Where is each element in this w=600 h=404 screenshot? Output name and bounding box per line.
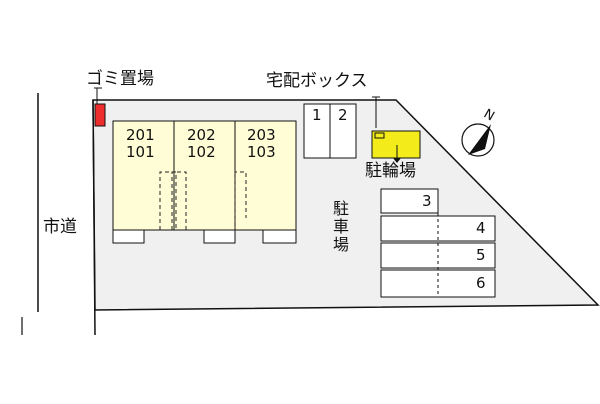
parking-space-1	[303, 103, 331, 159]
compass-needle	[468, 124, 491, 155]
step-2	[203, 229, 236, 244]
garbage-label: ゴミ置場	[86, 69, 154, 89]
step-1	[112, 229, 145, 244]
parking-space-3	[380, 188, 439, 214]
step-3	[262, 229, 297, 244]
unit-number-upper: 203	[247, 126, 276, 144]
entrance-3	[234, 171, 247, 230]
parking-number: 4	[476, 219, 486, 237]
parking-number: 1	[312, 106, 322, 124]
delivery-box	[374, 132, 385, 139]
bicycle-parking-label: 駐輪場	[365, 161, 416, 181]
parking-label: 駐車場	[330, 200, 349, 254]
unit-number-lower: 101	[126, 143, 155, 161]
building-unit-1	[112, 120, 175, 231]
city-road-label: 市道	[43, 217, 77, 237]
building-unit-2	[173, 120, 236, 231]
delivery-box-label: 宅配ボックス	[266, 71, 368, 91]
unit-number-lower: 102	[187, 143, 216, 161]
unit-number-upper: 202	[187, 126, 216, 144]
parking-number: 3	[422, 192, 432, 210]
entrance-1	[159, 171, 177, 230]
road-line-right	[92, 99, 96, 336]
unit-number-lower: 103	[247, 143, 276, 161]
bicycle-leader-arrow	[393, 158, 401, 163]
unit-number-upper: 201	[126, 126, 155, 144]
garbage-area	[94, 103, 106, 127]
entrance-2	[171, 171, 187, 230]
parking-number: 5	[476, 246, 486, 264]
parking-space-2	[329, 103, 357, 159]
parking-number: 6	[476, 274, 486, 292]
parking-number: 2	[338, 106, 348, 124]
